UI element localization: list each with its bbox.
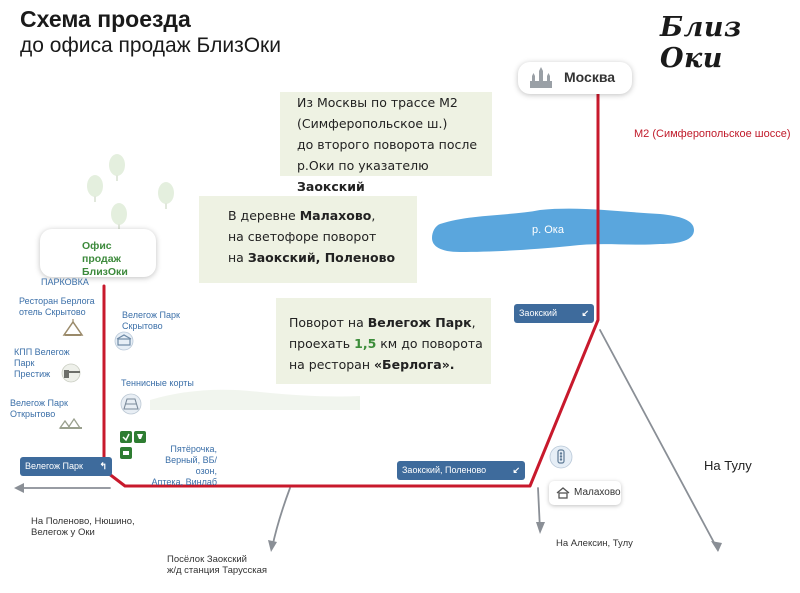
poi-shops-label: Пятёрочка, Верный, ВБ/озон, Аптека, Винл…: [145, 444, 217, 488]
info-text: км до поворота: [376, 336, 483, 351]
poi-text: Верный, ВБ/озон,: [165, 455, 217, 476]
river-label: р. Ока: [532, 224, 564, 236]
poi-velegozh-open-label: Велегож Парк Открытово: [10, 398, 68, 420]
moscow-label: Москва: [564, 69, 616, 85]
direction-text: ж/д станция Тарусская: [167, 565, 268, 576]
brand-logo: Близ Оки: [660, 12, 742, 74]
checkpoint-icon[interactable]: [58, 363, 84, 383]
info-highlight: Заокский: [297, 179, 365, 194]
restaurant-icon[interactable]: [62, 319, 84, 337]
direction-text: Велегож у Оки: [31, 527, 95, 538]
info-highlight: Малахово: [299, 208, 372, 223]
info-text: ,: [471, 315, 476, 330]
kremlin-icon: [530, 67, 552, 88]
info-line: до второго поворота после: [297, 137, 478, 152]
info-text: ,: [371, 208, 376, 223]
poi-text: Аптека, Винлаб: [151, 477, 217, 487]
poi-kpp-label: КПП Велегож Парк Престиж: [14, 347, 70, 380]
poi-text: КПП Велегож: [14, 347, 70, 357]
parking-label: ПАРКОВКА: [41, 277, 89, 287]
tennis-court-icon[interactable]: [119, 393, 143, 415]
info-line: Поворот на Велегож Парк,: [289, 312, 491, 333]
direction-text: На Поленово, Нюшино,: [31, 516, 135, 527]
poi-text: Велегож Парк: [122, 310, 180, 320]
village-icon[interactable]: [58, 412, 84, 430]
info-text: р.Оки по указателю: [297, 158, 429, 173]
poi-tennis-label: Теннисные корты: [121, 378, 194, 388]
road-arrows: [14, 483, 722, 552]
turn-arrow-icon: ↰: [99, 461, 107, 471]
m2-highway-label: М2 (Симферопольское шоссе): [634, 128, 791, 140]
poi-restaurant-label: Ресторан Берлога отель Скрытово: [19, 296, 95, 318]
village-hidden-icon[interactable]: [113, 331, 135, 351]
poi-text: отель Скрытово: [19, 307, 86, 317]
traffic-light-icon: [549, 445, 573, 469]
home-icon: [556, 487, 570, 499]
shops-icon[interactable]: [119, 430, 149, 462]
road-sign-zaokskiy: Заокский ↙: [514, 304, 594, 323]
direction-zaokskiy: Посёлок Заокский ж/д станция Тарусская: [167, 554, 267, 576]
road-sign-text: Заокский: [519, 308, 557, 318]
info-line: проехать 1,5 км до поворота: [289, 333, 491, 354]
info-highlight: Заокский, Поленово: [247, 250, 396, 265]
info-box-velegozh: Поворот на Велегож Парк, проехать 1,5 км…: [276, 298, 491, 384]
page-title: Схема проезда: [20, 6, 191, 32]
turn-arrow-icon: ↙: [512, 465, 520, 475]
river-oka: [432, 208, 694, 252]
info-box-route: Из Москвы по трассе М2 (Симферопольское …: [280, 92, 492, 194]
poi-text: Парк: [14, 358, 35, 368]
direction-polenovo: На Поленово, Нюшино, Велегож у Оки: [31, 516, 135, 538]
poi-velegozh-hidden-label: Велегож Парк Скрытово: [122, 310, 180, 332]
info-highlight: «Берлога».: [373, 357, 455, 372]
poi-text: Скрытово: [122, 321, 163, 331]
road-sign-velegozh-park: Велегож Парк ↰: [20, 457, 112, 476]
malakhovo-label: Малахово: [574, 487, 621, 498]
info-line: р.Оки по указателю Заокский: [297, 155, 492, 197]
info-line: на светофоре поворот: [228, 229, 377, 244]
office-label: Офис продаж БлизОки: [82, 240, 128, 278]
info-text: проехать: [289, 336, 355, 351]
info-line: В деревне Малахово,: [228, 205, 417, 226]
direction-aleksin: На Алексин, Тулу: [556, 538, 633, 549]
info-text: В деревне: [228, 208, 300, 223]
road-sign-text: Заокский, Поленово: [402, 465, 487, 475]
info-text: на: [228, 250, 248, 265]
route-line: [102, 88, 600, 488]
info-box-malakhovo: В деревне Малахово, на светофоре поворот…: [199, 196, 417, 283]
poi-text: Престиж: [14, 369, 51, 379]
trees-decoration: [87, 154, 174, 262]
road-sign-zaokskiy-polenovo: Заокский, Поленово ↙: [397, 461, 525, 480]
page-subtitle: до офиса продаж БлизОки: [20, 34, 281, 57]
poi-text: Открытово: [10, 409, 56, 419]
info-text: Поворот на: [289, 315, 368, 330]
info-line: на Заокский, Поленово: [228, 247, 417, 268]
poi-text: Ресторан Берлога: [19, 296, 95, 306]
info-line: Из Москвы по трассе М2: [297, 95, 458, 110]
direction-text: Посёлок Заокский: [167, 554, 247, 565]
landscape-decoration: [150, 389, 360, 410]
turn-arrow-icon: ↙: [581, 308, 589, 318]
poi-text: Велегож Парк: [10, 398, 68, 408]
info-line: (Симферопольское ш.): [297, 116, 448, 131]
moscow-marker[interactable]: [518, 62, 632, 94]
info-highlight: Велегож Парк: [367, 315, 472, 330]
malakhovo-marker[interactable]: [549, 481, 621, 505]
info-text: на ресторан: [289, 357, 374, 372]
direction-tula: На Тулу: [704, 458, 752, 473]
info-line: на ресторан «Берлога».: [289, 354, 491, 375]
distance-value: 1,5: [354, 336, 377, 351]
poi-text: Пятёрочка,: [170, 444, 217, 454]
road-sign-text: Велегож Парк: [25, 461, 83, 471]
office-marker[interactable]: [40, 229, 156, 277]
